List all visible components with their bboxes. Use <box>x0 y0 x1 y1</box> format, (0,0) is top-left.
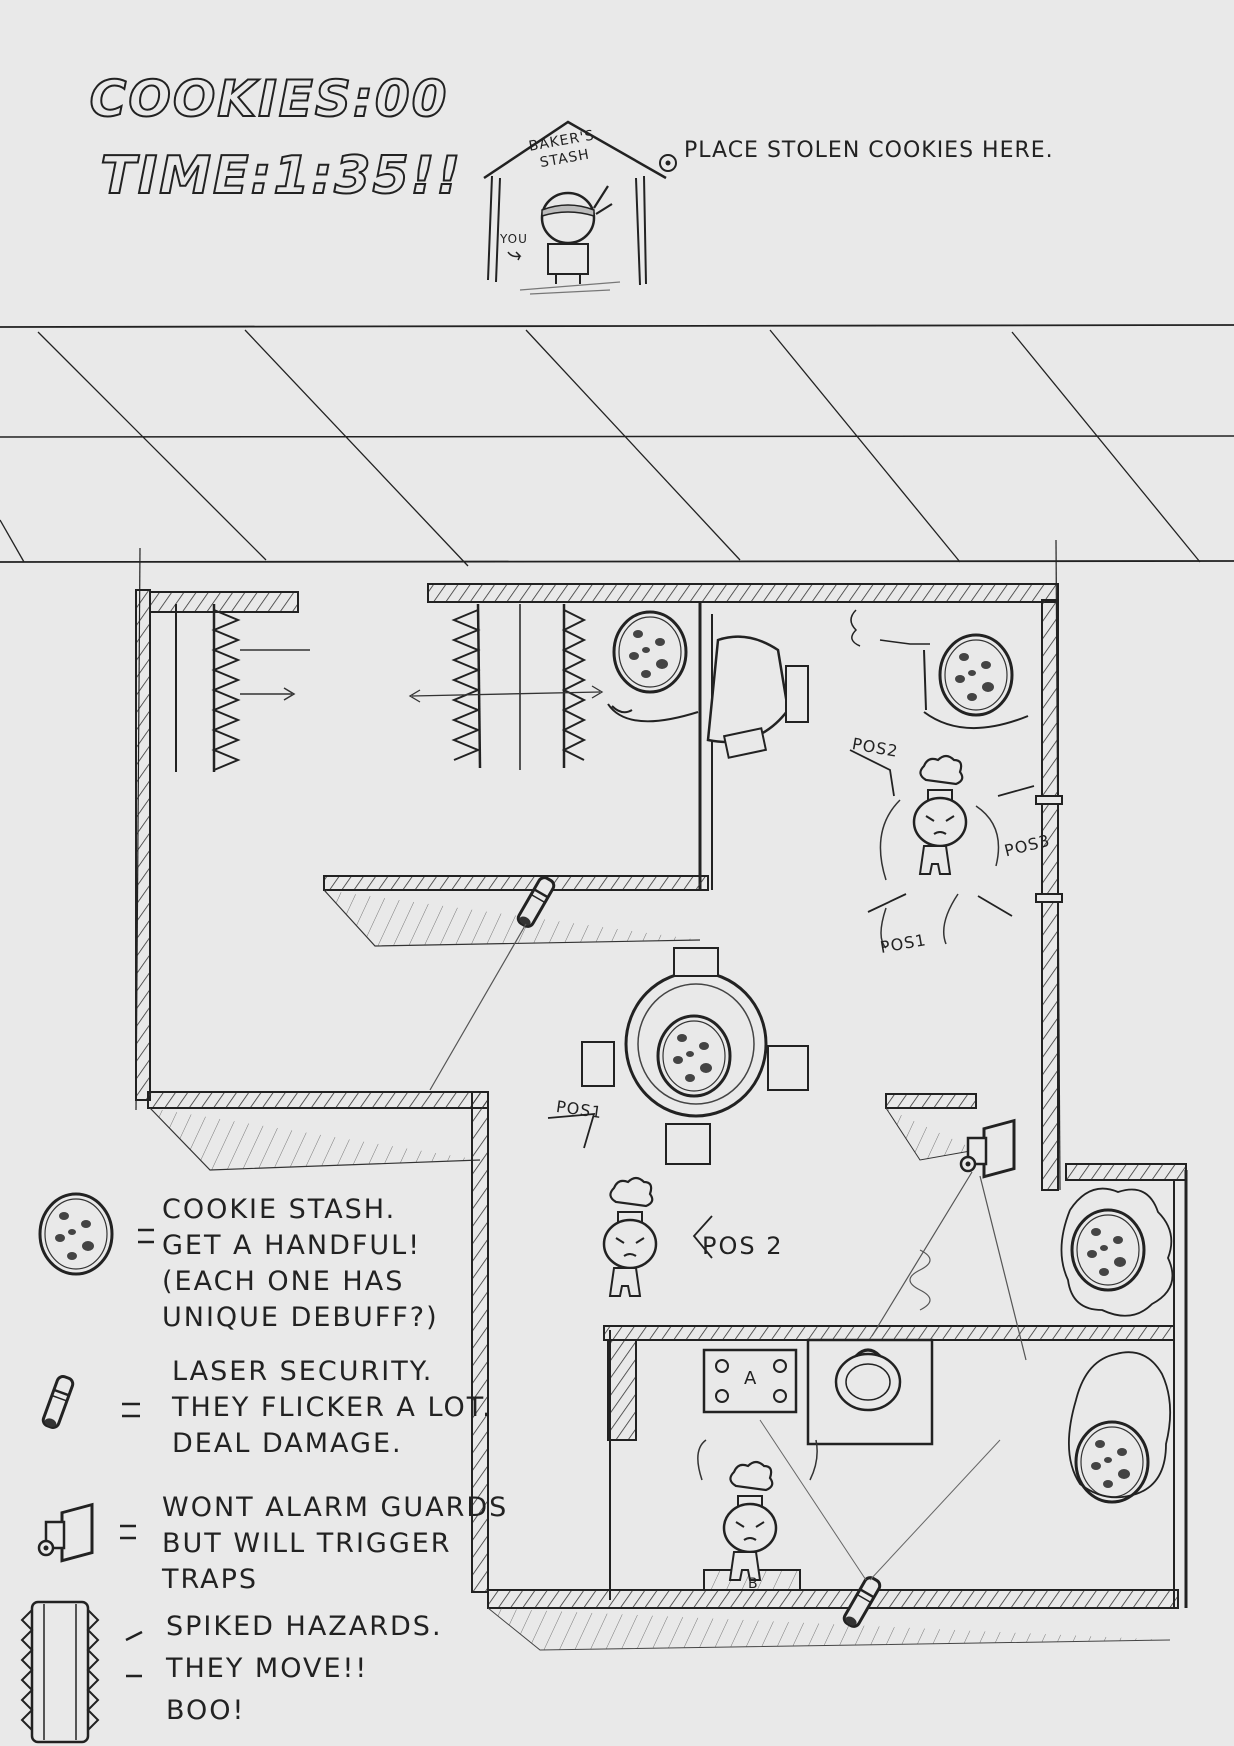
legend-icons <box>22 1194 154 1742</box>
spiked-hazard <box>410 604 602 770</box>
timer: TIME:1:35!! <box>20 86 462 266</box>
spiked-hazard <box>176 604 310 772</box>
laser-security-icon <box>42 1375 75 1429</box>
legend-cookie-text: COOKIE STASH. GET A HANDFUL! (EACH ONE H… <box>162 1192 439 1336</box>
time-value: 1:35 <box>273 146 410 206</box>
security-camera-icon <box>39 1505 92 1561</box>
chef-guard <box>724 1462 776 1580</box>
furniture <box>582 637 932 1590</box>
legend-spikes-text: SPIKED HAZARDS. THEY MOVE!! BOO! <box>166 1606 443 1732</box>
cookie-stash-icon <box>614 612 686 692</box>
chef-guard <box>914 756 966 874</box>
legend-laser-text: LASER SECURITY. THEY FLICKER A LOT. DEAL… <box>172 1354 493 1462</box>
side-table <box>708 637 808 758</box>
cookie-stash-icon <box>658 1016 730 1096</box>
spiked-hazard-icon <box>22 1602 98 1742</box>
chef-guard <box>604 1178 656 1296</box>
legend-camera-text: WONT ALARM GUARDS BUT WILL TRIGGER TRAPS <box>162 1490 508 1598</box>
guard2-pos2-label: POS 2 <box>702 1232 784 1260</box>
time-suffix: !! <box>411 146 462 206</box>
cookie-stash-icon <box>940 635 1012 715</box>
spiked-hazards <box>176 604 602 772</box>
street <box>0 325 1234 566</box>
stove-label-a: A <box>744 1368 756 1389</box>
security-cameras <box>872 1121 1026 1360</box>
security-camera-icon <box>961 1121 1014 1177</box>
you-label: YOU <box>500 232 528 246</box>
cookie-stash-icon <box>1076 1422 1148 1502</box>
cookie-stash-icon <box>40 1194 112 1274</box>
stash-hint: PLACE STOLEN COOKIES HERE. <box>684 138 1054 163</box>
stove-label-b: B <box>748 1576 758 1592</box>
time-label: TIME: <box>100 146 273 206</box>
player-character <box>542 186 612 284</box>
cookie-stash-icon <box>1072 1210 1144 1290</box>
arrow-icon <box>508 252 520 260</box>
